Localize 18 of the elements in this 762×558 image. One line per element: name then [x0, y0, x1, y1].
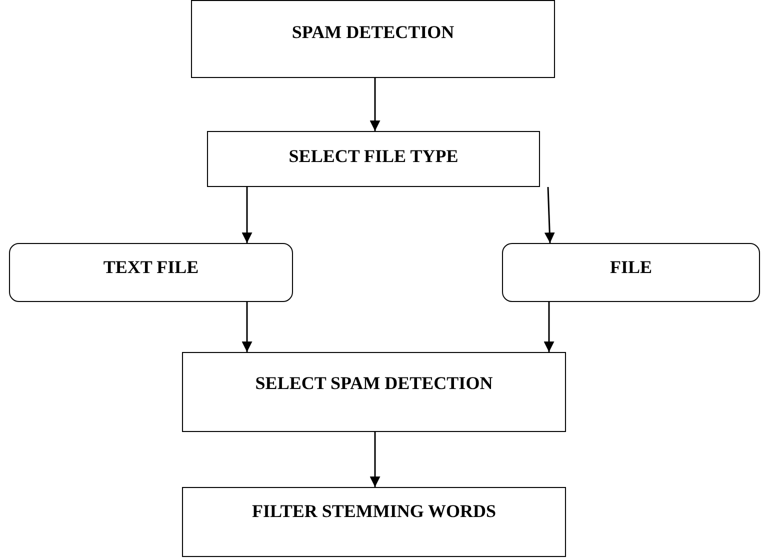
process-box [9, 243, 293, 302]
process-box [182, 352, 566, 432]
arrow [544, 302, 554, 352]
arrow [370, 78, 380, 131]
arrow [242, 302, 252, 352]
box-label: SPAM DETECTION [292, 21, 454, 44]
process-box [207, 131, 540, 187]
process-box [191, 0, 555, 78]
process-box [502, 243, 760, 302]
box-label: TEXT FILE [103, 256, 199, 278]
arrow [544, 186, 555, 244]
box-label: FILTER STEMMING WORDS [252, 500, 496, 522]
box-label: SELECT FILE TYPE [288, 145, 458, 168]
arrow [370, 432, 380, 487]
box-label: FILE [610, 256, 652, 278]
box-label: SELECT SPAM DETECTION [255, 372, 493, 394]
arrow [242, 187, 252, 243]
process-box [182, 487, 566, 557]
